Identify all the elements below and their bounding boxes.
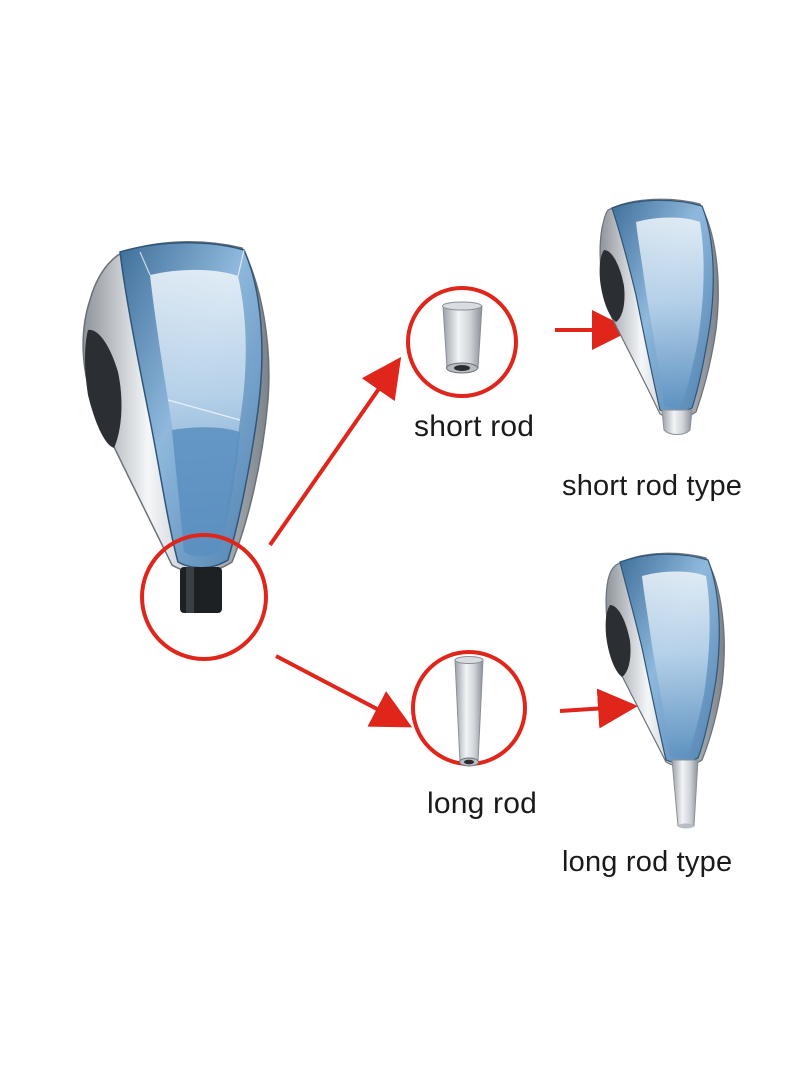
arrow-to-long-rod-icon xyxy=(275,654,413,728)
long-rod-type-label: long rod type xyxy=(562,846,733,878)
short-rod-label: short rod xyxy=(414,410,535,443)
short-rod-type-knob-icon xyxy=(599,198,719,435)
long-rod-label: long rod xyxy=(427,787,538,820)
long-rod-type-knob-icon xyxy=(605,552,725,829)
main-gear-knob-icon xyxy=(82,241,270,661)
arrow-to-long-rod-type-icon xyxy=(559,688,638,729)
arrow-to-short-rod-icon xyxy=(268,356,402,547)
long-rod-part-icon xyxy=(411,650,527,767)
short-rod-part-icon xyxy=(406,286,518,398)
short-rod-type-label: short rod type xyxy=(562,470,743,502)
